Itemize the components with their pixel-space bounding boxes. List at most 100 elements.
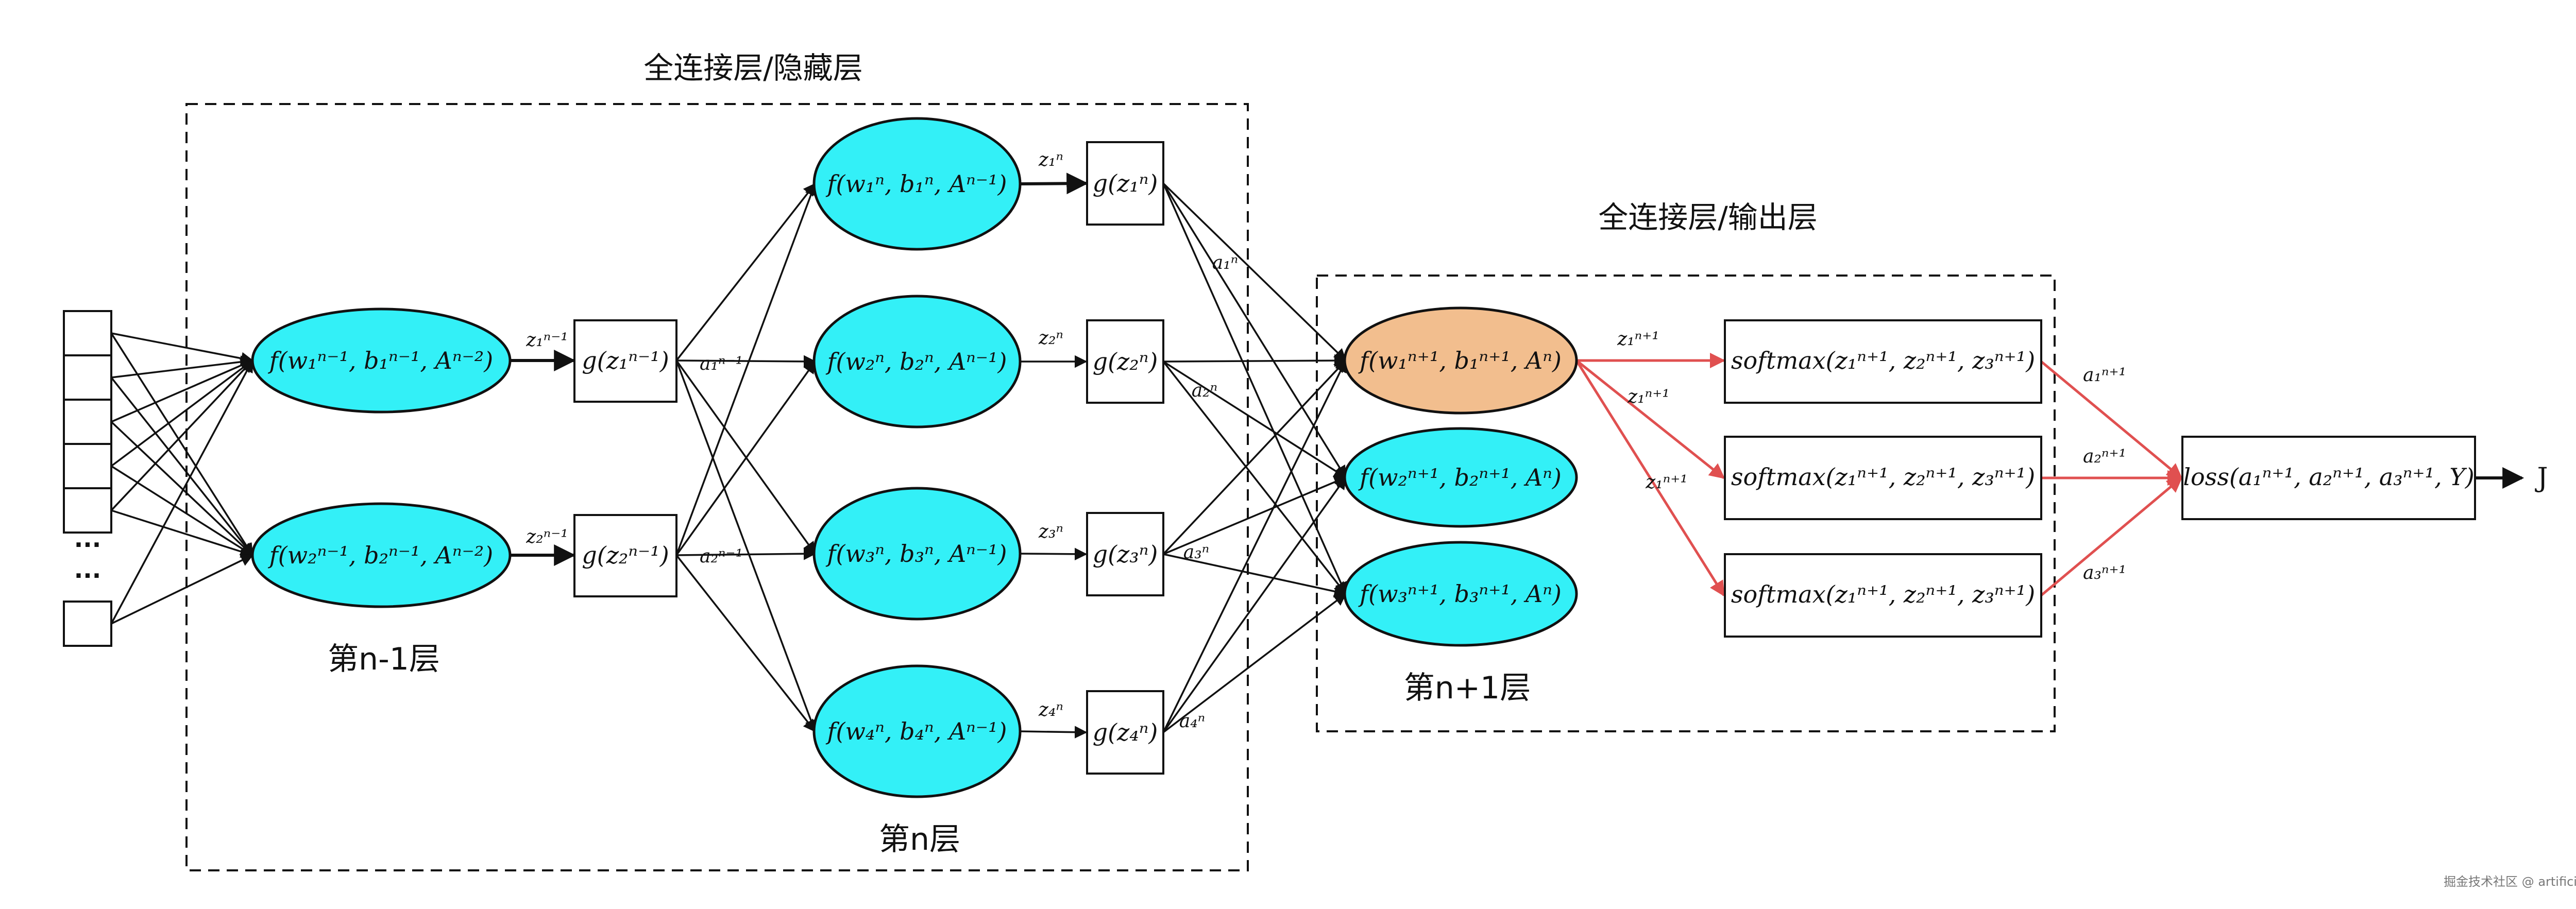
layer-label-n-plus-1: 第n+1层 bbox=[1404, 670, 1531, 706]
edge-label: z₃ⁿ bbox=[1038, 521, 1063, 542]
edge-label: z₂ⁿ⁻¹ bbox=[526, 526, 568, 547]
connector-edge bbox=[1162, 361, 1347, 595]
input-ellipsis: ... bbox=[74, 556, 101, 584]
softmax-label: softmax(z₁ⁿ⁺¹, z₂ⁿ⁺¹, z₃ⁿ⁺¹) bbox=[1731, 580, 2035, 608]
edge-label: a₂ⁿ bbox=[1192, 380, 1217, 401]
input-cell bbox=[63, 354, 112, 401]
edge-label: z₁ⁿ bbox=[1038, 149, 1063, 170]
edge-label: a₁ⁿ⁺¹ bbox=[2083, 365, 2126, 386]
connector-edge bbox=[1163, 361, 1347, 478]
output-region-title: 全连接层/输出层 bbox=[1598, 200, 1818, 235]
connector-edge bbox=[676, 355, 817, 368]
activation-label: g(z₁ⁿ) bbox=[1093, 169, 1158, 197]
activation-g-n-minus-1-2 bbox=[573, 514, 677, 597]
neuron-f-n-minus-1-1 bbox=[251, 307, 512, 414]
activation-label: g(z₂ⁿ⁻¹) bbox=[582, 541, 669, 569]
input-cell bbox=[63, 399, 112, 445]
neuron-label: f(w₁ⁿ, b₁ⁿ, Aⁿ⁻¹) bbox=[826, 170, 1007, 198]
edge-label: z₁ⁿ⁻¹ bbox=[526, 330, 568, 351]
connector-edge bbox=[675, 360, 817, 733]
neuron-label: f(w₃ⁿ⁺¹, b₃ⁿ⁺¹, Aⁿ) bbox=[1358, 580, 1562, 608]
connector-edge bbox=[2040, 477, 2183, 596]
connector-edge bbox=[1163, 354, 1347, 367]
connector-edge bbox=[1575, 359, 1725, 597]
edge-label: a₄ⁿ bbox=[1179, 711, 1205, 732]
output-layer-region bbox=[1316, 275, 2056, 732]
connector-edge bbox=[1162, 183, 1347, 595]
edge-label: a₁ⁿ bbox=[1212, 252, 1238, 273]
loss-box bbox=[2181, 436, 2476, 520]
softmax-label: softmax(z₁ⁿ⁺¹, z₂ⁿ⁺¹, z₃ⁿ⁺¹) bbox=[1731, 347, 2035, 374]
edge-label: z₁ⁿ⁺¹ bbox=[1645, 472, 1687, 493]
input-column: ... ... bbox=[63, 310, 112, 647]
connector-edge bbox=[1162, 593, 1347, 733]
neuron-f-n-plus-1-3 bbox=[1343, 541, 1578, 647]
input-cell bbox=[63, 487, 112, 534]
edge-label: z₁ⁿ⁺¹ bbox=[1617, 329, 1659, 350]
loss-section: loss(a₁ⁿ⁺¹, a₂ⁿ⁺¹, a₃ⁿ⁺¹, Y) J bbox=[2181, 436, 2548, 520]
connector-edge bbox=[111, 509, 254, 558]
connector-edge bbox=[111, 355, 254, 379]
watermark: 掘金技术社区 @ artificiali bbox=[2444, 874, 2576, 889]
layer-n-plus-1: f(w₁ⁿ⁺¹, b₁ⁿ⁺¹, Aⁿ) f(w₂ⁿ⁺¹, b₂ⁿ⁺¹, Aⁿ) … bbox=[1343, 306, 2042, 706]
edge-labels: z₁ⁿ⁻¹ z₂ⁿ⁻¹ a₁ⁿ⁻¹ a₂ⁿ⁻¹ z₁ⁿ z₂ⁿ z₃ⁿ z₄ⁿ … bbox=[526, 149, 2126, 732]
hidden-layer-region bbox=[185, 103, 1249, 871]
objective-j: J bbox=[2535, 462, 2548, 493]
softmax-box-1 bbox=[1724, 319, 2042, 404]
neuron-label: f(w₂ⁿ⁻¹, b₂ⁿ⁻¹, Aⁿ⁻²) bbox=[268, 541, 493, 569]
neuron-f-n-plus-1-2 bbox=[1343, 427, 1578, 528]
neuron-label: f(w₃ⁿ, b₃ⁿ, Aⁿ⁻¹) bbox=[826, 540, 1007, 568]
connector-edge bbox=[1020, 173, 1089, 195]
input-ellipsis: ... bbox=[74, 525, 101, 553]
connector-edge bbox=[675, 182, 817, 556]
edge-label: a₂ⁿ⁻¹ bbox=[700, 546, 743, 567]
neuron-label: f(w₂ⁿ⁺¹, b₂ⁿ⁺¹, Aⁿ) bbox=[1358, 464, 1562, 491]
edge-label: a₃ⁿ⁺¹ bbox=[2083, 562, 2126, 584]
edge-label: z₁ⁿ⁺¹ bbox=[1627, 386, 1669, 407]
neuron-f-n-2 bbox=[812, 295, 1022, 428]
connector-edge bbox=[110, 359, 253, 511]
connector-edge bbox=[111, 359, 254, 423]
softmax-label: softmax(z₁ⁿ⁺¹, z₂ⁿ⁺¹, z₃ⁿ⁺¹) bbox=[1731, 463, 2035, 491]
connector-edge bbox=[110, 359, 253, 467]
neuron-f-n-1 bbox=[812, 117, 1022, 251]
activation-label: g(z₂ⁿ) bbox=[1093, 348, 1158, 375]
activation-label: g(z₁ⁿ⁻¹) bbox=[582, 347, 669, 374]
input-cell-last bbox=[63, 601, 112, 647]
connector-edge bbox=[1162, 359, 1347, 733]
neuron-f-n-plus-1-1 bbox=[1343, 306, 1578, 415]
connector-edge bbox=[1162, 182, 1347, 362]
connector-edge bbox=[111, 332, 254, 365]
connector-edge bbox=[676, 547, 817, 560]
connector-edge bbox=[1162, 183, 1347, 479]
layer-label-n-minus-1: 第n-1层 bbox=[328, 641, 440, 677]
connector-edge bbox=[2040, 361, 2183, 479]
connector-edge bbox=[1020, 726, 1088, 739]
activation-g-n-4 bbox=[1086, 690, 1164, 775]
softmax-box-3 bbox=[1724, 553, 2042, 638]
neuron-label: f(w₄ⁿ, b₄ⁿ, Aⁿ⁻¹) bbox=[826, 717, 1007, 745]
connector-edge bbox=[111, 554, 254, 625]
connector-edge bbox=[110, 421, 253, 556]
activation-g-n-3 bbox=[1086, 512, 1164, 596]
layer-n: f(w₁ⁿ, b₁ⁿ, Aⁿ⁻¹) f(w₂ⁿ, b₂ⁿ, Aⁿ⁻¹) f(w₃… bbox=[812, 117, 1164, 857]
connector-edge bbox=[1575, 359, 1725, 479]
activation-label: g(z₄ⁿ) bbox=[1093, 718, 1158, 746]
edge-label: a₃ⁿ bbox=[1183, 542, 1209, 563]
edge-label: z₄ⁿ bbox=[1038, 699, 1063, 721]
neuron-f-n-4 bbox=[812, 664, 1022, 798]
activation-g-n-minus-1-1 bbox=[573, 319, 677, 403]
connector-edge bbox=[1162, 476, 1347, 733]
edge-label: a₂ⁿ⁺¹ bbox=[2083, 446, 2126, 467]
connector-edge bbox=[1163, 553, 1347, 598]
connector-edge bbox=[675, 361, 816, 556]
hidden-region-title: 全连接层/隐藏层 bbox=[643, 50, 863, 85]
neuron-f-n-minus-1-2 bbox=[251, 502, 512, 608]
activation-g-n-2 bbox=[1086, 319, 1164, 404]
neuron-label: f(w₂ⁿ, b₂ⁿ, Aⁿ⁻¹) bbox=[826, 348, 1007, 375]
edges bbox=[110, 173, 2524, 739]
neuron-label: f(w₁ⁿ⁺¹, b₁ⁿ⁺¹, Aⁿ) bbox=[1358, 347, 1562, 374]
connector-edge bbox=[1163, 476, 1347, 555]
activation-label: g(z₃ⁿ) bbox=[1093, 540, 1158, 568]
